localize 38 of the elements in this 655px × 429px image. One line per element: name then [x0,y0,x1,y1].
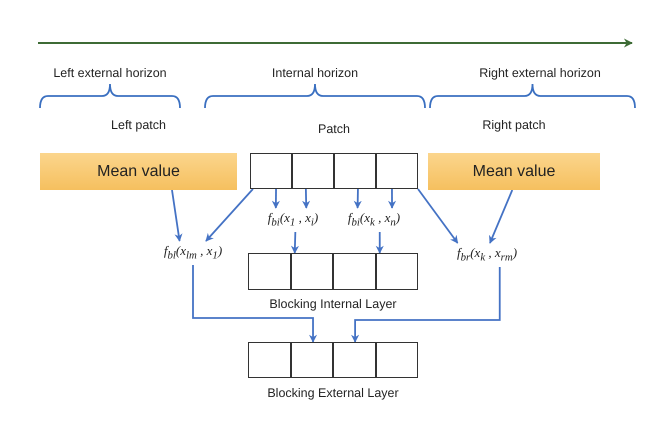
arrow [354,188,362,209]
array-cell [376,342,418,378]
formula-label: f$_{bi}$(x$_{1}$ , x$_{i}$) [266,210,320,229]
array-cell [376,153,418,189]
arrow [376,232,384,254]
array-cell [376,253,418,290]
patch-label: Right patch [481,118,547,132]
array-cell [290,253,333,290]
arrow [272,189,280,209]
value-box: Mean value [40,153,237,190]
horizon-label: Internal horizon [270,66,360,80]
formula-label: f$_{bl}$(x$_{lm}$ , x$_{1}$) [162,243,224,262]
array-cell [333,342,376,378]
value-box: Mean value [428,153,600,190]
layer-label: Blocking Internal Layer [268,297,398,311]
arrow [205,188,254,242]
arrow [171,190,182,242]
array-cell [334,153,376,189]
array-cell [333,253,376,290]
array-cell [248,253,290,290]
horizon-label: Right external horizon [478,66,602,80]
array-cell [290,342,333,378]
array-cell [248,342,290,378]
arrow [489,190,514,244]
formula-label: f$_{bi}$(x$_{k}$ , x$_{n}$) [346,210,402,229]
arrow [388,189,396,209]
patch-label: Patch [317,122,351,136]
arrow [417,188,458,244]
arrow [192,265,318,343]
layer-label: Blocking External Layer [266,386,400,400]
array-cell [292,153,334,189]
horizon-label: Left external horizon [52,66,168,80]
patch-label: Left patch [110,118,167,132]
formula-label: f$_{br}$(x$_{k}$ , x$_{rm}$) [456,245,518,264]
arrow [302,188,310,209]
arrow [351,267,501,343]
arrow [290,232,299,254]
array-cell [250,153,292,189]
